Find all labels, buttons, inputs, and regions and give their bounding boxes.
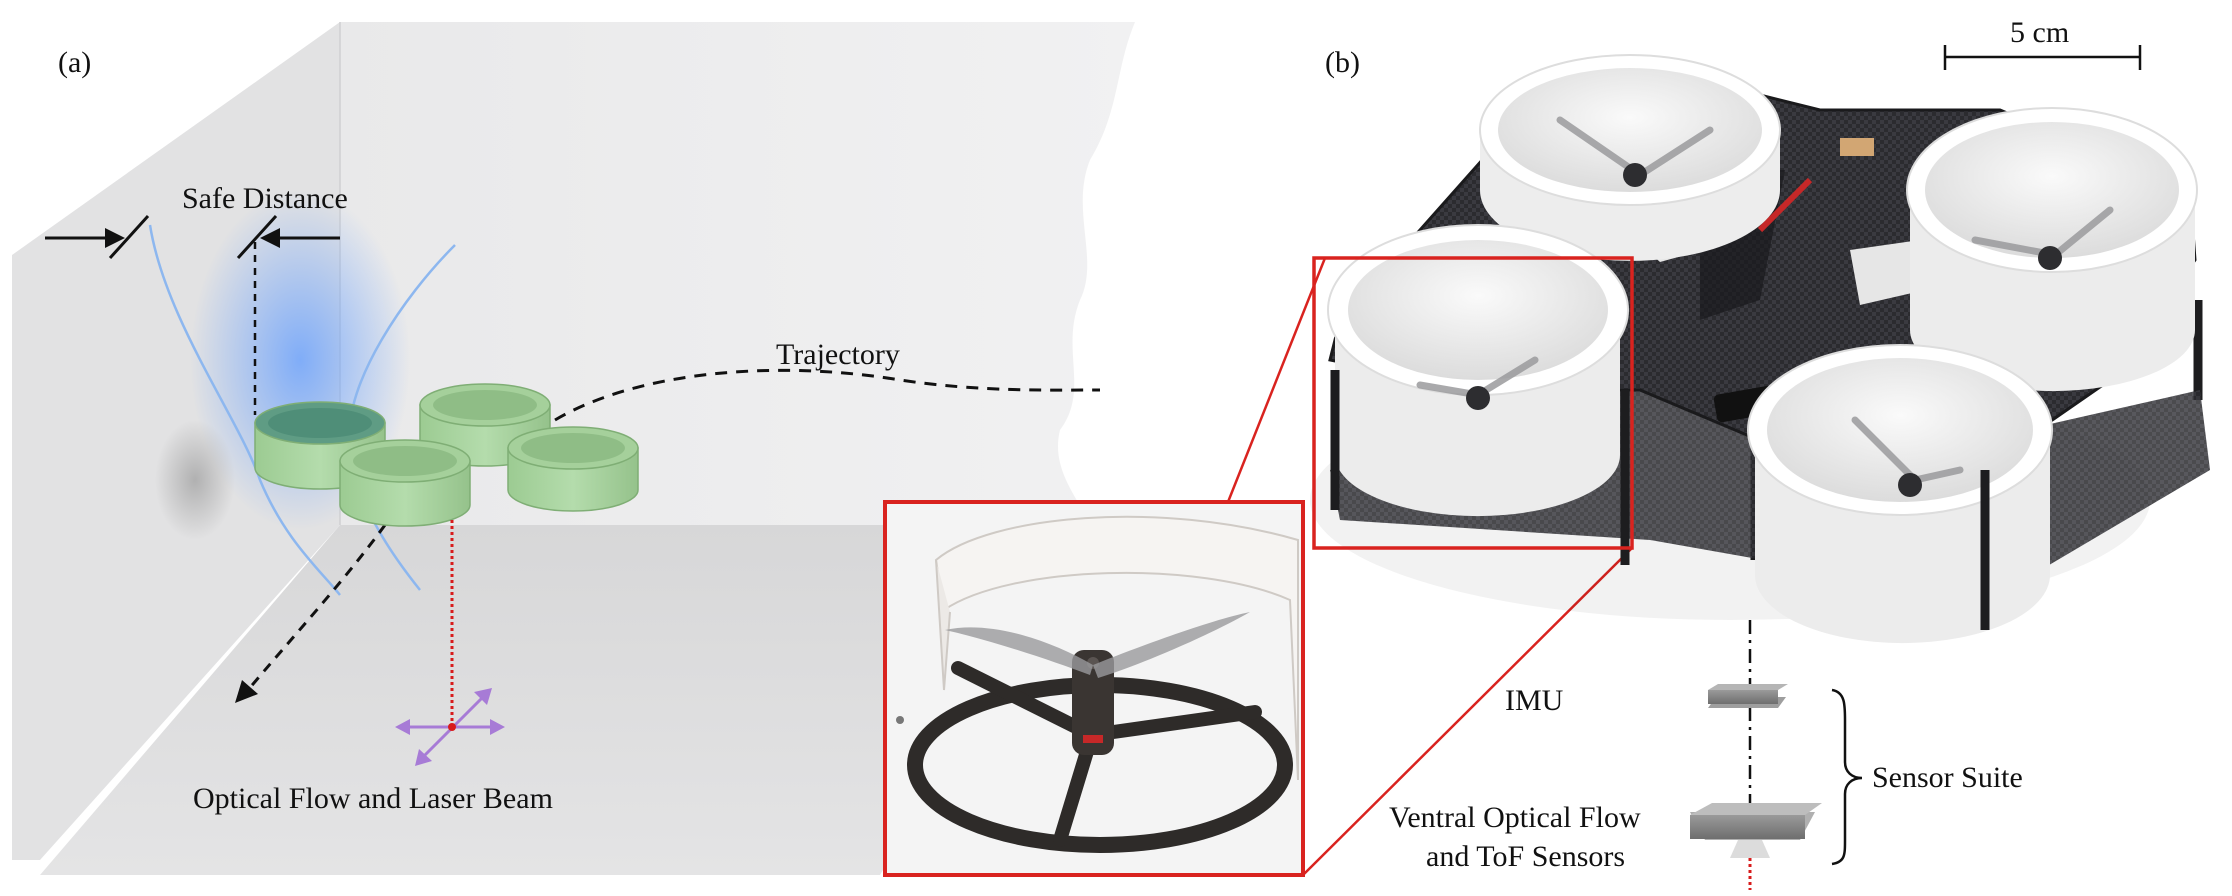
descent-arrow [246, 524, 387, 691]
sensor-suite-brace [1831, 688, 1863, 866]
panel-b-label: (b) [1325, 46, 1360, 79]
duct-right [507, 426, 639, 512]
sensor-suite-label: Sensor Suite [1872, 761, 2023, 794]
sensor-suite-diagram [1690, 620, 1863, 890]
zoom-connector-top [1226, 257, 1327, 503]
sensors-label-line1: Ventral Optical Flow [1389, 801, 1641, 834]
highlight-box [1312, 256, 1634, 550]
inset-propeller [945, 627, 1093, 675]
panel-a: (a) Safe Distance Trajectory [12, 22, 1135, 875]
inset-duct-shell [934, 515, 1299, 781]
room-floor [40, 525, 1090, 875]
duct-shroud-front [1747, 344, 2053, 644]
drone-photo [1310, 54, 2210, 644]
airflow-left-boundary [148, 224, 341, 596]
imu-label: IMU [1505, 684, 1564, 717]
zoom-inset [883, 257, 1633, 877]
wall-shadow [155, 420, 235, 540]
trajectory-path [554, 368, 1101, 422]
optical-flow-arrows [395, 688, 505, 766]
duct-shroud-left [1327, 224, 1629, 517]
panel-b: (b) 5 cm [1310, 16, 2210, 890]
trajectory-label: Trajectory [776, 338, 900, 371]
tof-sensor-board [1690, 803, 1822, 858]
imu-chip [1708, 684, 1788, 708]
descent-arrowhead [235, 680, 258, 703]
optical-flow-label: Optical Flow and Laser Beam [193, 782, 553, 815]
duct-shroud-right [1906, 107, 2198, 392]
duct-shroud-back [1479, 54, 1781, 261]
sensors-label-line2: and ToF Sensors [1426, 840, 1625, 873]
safe-distance-indicator [45, 214, 340, 415]
scale-bar-label: 5 cm [2010, 16, 2069, 49]
panel-a-label: (a) [58, 46, 91, 79]
duct-front [339, 439, 471, 527]
drone-model [254, 383, 639, 527]
safe-distance-label: Safe Distance [182, 182, 348, 215]
scale-bar [1943, 45, 2142, 70]
zoom-connector-bottom [1302, 547, 1633, 876]
